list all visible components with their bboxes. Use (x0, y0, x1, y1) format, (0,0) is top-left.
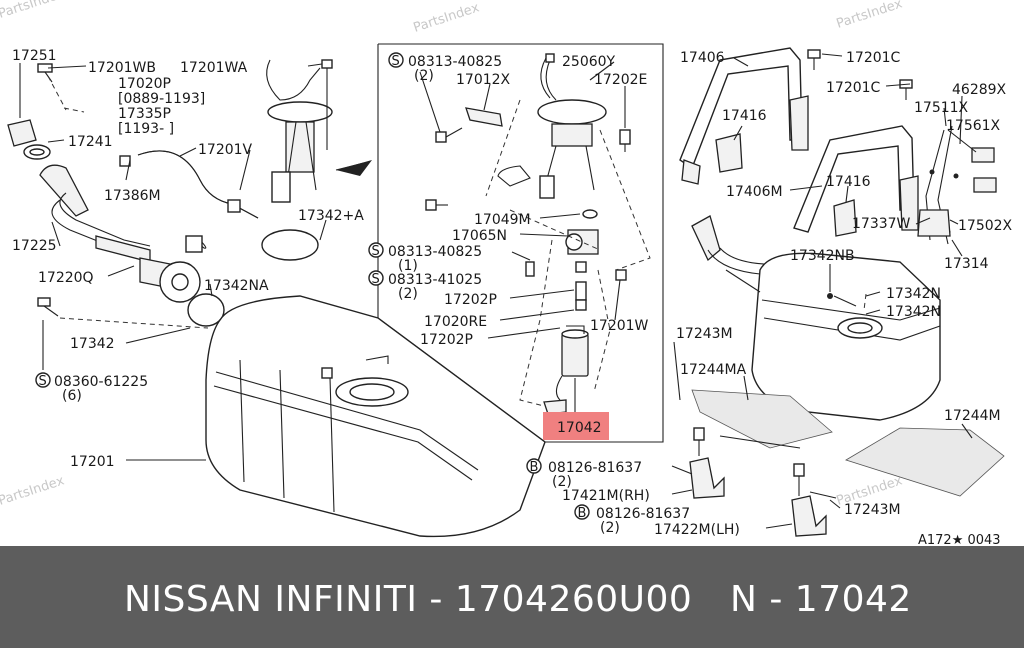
watermark-top-left: PartsIndex (0, 0, 66, 22)
label-08313-b[interactable]: 08313-40825 (388, 244, 482, 260)
label-17020p[interactable]: 17020P (118, 76, 171, 92)
label-17314[interactable]: 17314 (944, 256, 989, 272)
label-17201c-lower[interactable]: 17201C (826, 80, 881, 96)
detail-box-outline (378, 43, 664, 443)
symbol-b-text: B (578, 506, 587, 521)
label-17042[interactable]: 17042 (557, 420, 602, 436)
fuel-tank (205, 295, 546, 538)
label-08313-a[interactable]: 08313-40825 (408, 54, 502, 70)
label-08360[interactable]: 08360-61225 (54, 374, 148, 390)
label-17012x[interactable]: 17012X (456, 72, 511, 88)
label-17342n-upper[interactable]: 17342N (886, 286, 941, 302)
parts-diagram: PartsIndex PartsIndex PartsIndex PartsIn… (0, 0, 1013, 548)
label-17342n-lower[interactable]: 17342N (886, 304, 941, 320)
label-17422m-lh[interactable]: 17422M(LH) (654, 522, 740, 538)
label-08313-b-qty: (1) (398, 258, 418, 274)
watermark-top-center: PartsIndex (412, 0, 482, 35)
label-08126-b-qty: (2) (600, 520, 620, 536)
brand-part-number: NISSAN INFINITI - 1704260U00 (124, 579, 693, 620)
part-number-banner: NISSAN INFINITI - 1704260U00 N - 17042 (0, 546, 1024, 648)
label-17202e[interactable]: 17202E (594, 72, 647, 88)
label-17416-lower[interactable]: 17416 (826, 174, 871, 190)
label-17342nb[interactable]: 17342NB (790, 248, 855, 264)
fuel-system-exploded-view: PartsIndex PartsIndex PartsIndex PartsIn… (0, 0, 1013, 548)
label-17337w[interactable]: 17337W (852, 216, 911, 232)
symbol-s-text: S (392, 54, 400, 69)
symbol-s-circle (368, 270, 384, 286)
sender-unit (266, 59, 333, 203)
tank-protectors (689, 389, 1005, 537)
label-17202p-upper[interactable]: 17202P (444, 292, 497, 308)
label-17421m-rh[interactable]: 17421M(RH) (562, 488, 650, 504)
part-labels: 17251 17201WB 17201WA 17020P [0889-1193]… (12, 48, 1013, 548)
label-17065n[interactable]: 17065N (452, 228, 507, 244)
label-08126-a[interactable]: 08126-81637 (548, 460, 642, 476)
label-17243m-upper[interactable]: 17243M (676, 326, 733, 342)
label-17561x[interactable]: 17561X (946, 118, 1001, 134)
label-17342[interactable]: 17342 (70, 336, 115, 352)
label-17201w[interactable]: 17201W (590, 318, 649, 334)
symbol-s-text: S (39, 374, 47, 389)
label-17202p-lower[interactable]: 17202P (420, 332, 473, 348)
symbol-s-circle (368, 242, 384, 258)
label-17225[interactable]: 17225 (12, 238, 57, 254)
label-17416-upper[interactable]: 17416 (722, 108, 767, 124)
label-17049m[interactable]: 17049M (474, 212, 531, 228)
diagram-code: A172★ 0043 (918, 533, 1001, 546)
symbol-b-text: B (530, 460, 539, 475)
symbol-s-text: S (372, 244, 380, 259)
label-17342na[interactable]: 17342NA (204, 278, 269, 294)
label-17335p[interactable]: 17335P (118, 106, 171, 122)
label-17386m[interactable]: 17386M (104, 188, 161, 204)
label-25060y[interactable]: 25060Y (562, 54, 616, 70)
part-17042-highlight (543, 412, 609, 440)
label-17201wa[interactable]: 17201WA (180, 60, 248, 76)
label-08313-c[interactable]: 08313-41025 (388, 272, 482, 288)
fuel-pump-detail (425, 53, 651, 415)
right-fuel-tank (691, 215, 941, 421)
label-17244ma[interactable]: 17244MA (680, 362, 747, 378)
label-08126-b[interactable]: 08126-81637 (596, 506, 690, 522)
label-17201c-upper[interactable]: 17201C (846, 50, 901, 66)
label-date-0889: [0889-1193] (118, 91, 205, 107)
symbol-b-circle (526, 458, 542, 474)
label-17241[interactable]: 17241 (68, 134, 113, 150)
label-17201v[interactable]: 17201V (198, 142, 253, 158)
label-17244m[interactable]: 17244M (944, 408, 1001, 424)
symbol-s-circle (388, 52, 404, 68)
label-17502x[interactable]: 17502X (958, 218, 1013, 234)
watermark-bottom-left: PartsIndex (0, 473, 66, 508)
label-08313-a-qty: (2) (414, 68, 434, 84)
label-17220q[interactable]: 17220Q (38, 270, 94, 286)
diagram-reference: N - 17042 (730, 579, 912, 620)
leader-lines (47, 53, 977, 529)
label-17251[interactable]: 17251 (12, 48, 57, 64)
symbol-s-circle (35, 372, 51, 388)
symbol-s-text: S (372, 272, 380, 287)
filler-neck-group (7, 63, 319, 370)
label-date-1193: [1193- ] (118, 121, 174, 137)
label-17406[interactable]: 17406 (680, 50, 725, 66)
label-17342a[interactable]: 17342+A (298, 208, 364, 224)
label-17201wb[interactable]: 17201WB (88, 60, 156, 76)
label-17243m-lower[interactable]: 17243M (844, 502, 901, 518)
label-17201[interactable]: 17201 (70, 454, 115, 470)
label-08126-a-qty: (2) (552, 474, 572, 490)
watermark-top-right: PartsIndex (835, 0, 905, 32)
label-08360-qty: (6) (62, 388, 82, 404)
straps-group (679, 47, 997, 245)
symbol-b-circle (574, 504, 590, 520)
label-17511x[interactable]: 17511X (914, 100, 969, 116)
label-46289x[interactable]: 46289X (952, 82, 1007, 98)
label-17406m[interactable]: 17406M (726, 184, 783, 200)
label-17020re[interactable]: 17020RE (424, 314, 487, 330)
label-08313-c-qty: (2) (398, 286, 418, 302)
detail-arrow-icon (336, 160, 372, 176)
